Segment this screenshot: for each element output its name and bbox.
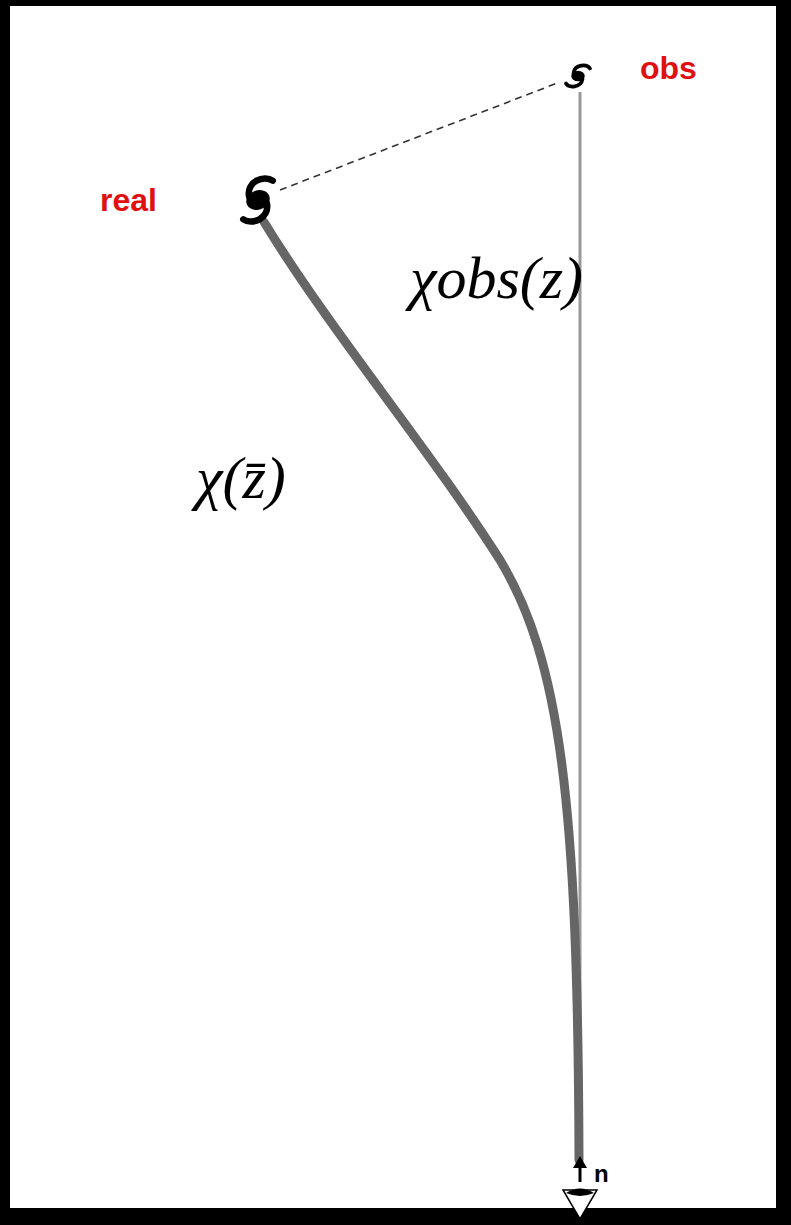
galaxy-label: real (100, 184, 157, 216)
arrow-head (573, 1156, 587, 1168)
displacement-line (280, 82, 560, 190)
galaxy-symbol (566, 66, 590, 87)
observer-eye (563, 1189, 597, 1220)
galaxy-symbol (232, 175, 283, 224)
distance-label: χ(z̄) (196, 448, 286, 508)
direction-label: n (594, 1162, 609, 1186)
direction-arrow (579, 1166, 582, 1182)
galaxy-label: obs (640, 52, 697, 84)
real-light-path (264, 222, 579, 1160)
distance-label: χobs(z) (410, 248, 583, 308)
